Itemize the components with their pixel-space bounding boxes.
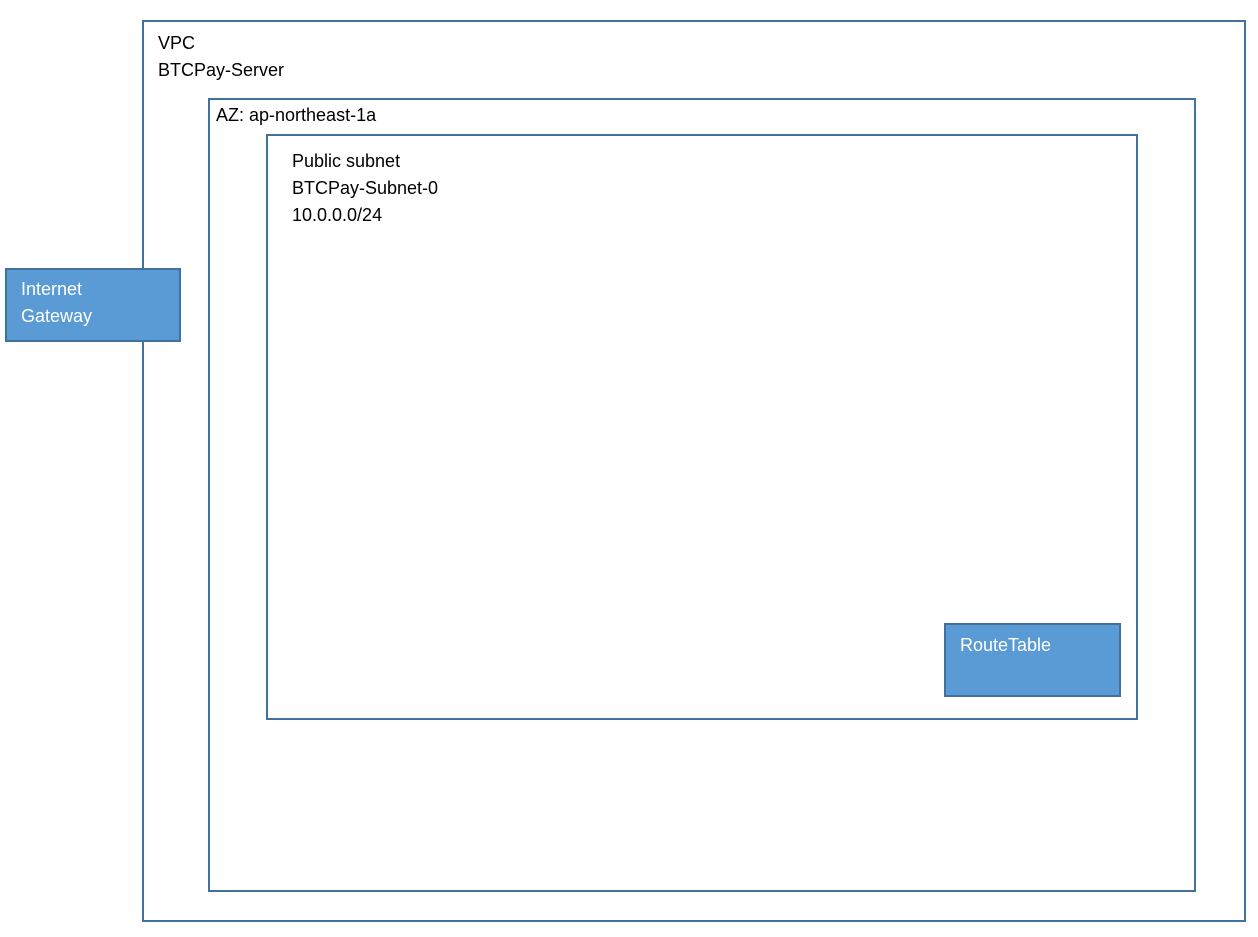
subnet-name: BTCPay-Subnet-0 <box>292 178 439 198</box>
subnet-label: Public subnet BTCPay-Subnet-0 10.0.0.0/2… <box>292 148 438 229</box>
vpc-title: VPC <box>158 33 196 53</box>
subnet-cidr: 10.0.0.0/24 <box>292 205 383 225</box>
internet-gateway-label: Internet Gateway <box>21 276 171 330</box>
internet-gateway-line-2: Gateway <box>21 306 93 326</box>
availability-zone-label: AZ: ap-northeast-1a <box>216 105 377 125</box>
vpc-name: BTCPay-Server <box>158 60 285 80</box>
internet-gateway-node: Internet Gateway <box>5 268 181 342</box>
subnet-type: Public subnet <box>292 151 401 171</box>
internet-gateway-line-1: Internet <box>21 279 83 299</box>
vpc-label: VPC BTCPay-Server <box>158 30 284 84</box>
route-table-label: RouteTable <box>960 635 1052 655</box>
public-subnet-container: Public subnet BTCPay-Subnet-0 10.0.0.0/2… <box>266 134 1138 720</box>
route-table-node: RouteTable <box>944 623 1121 697</box>
